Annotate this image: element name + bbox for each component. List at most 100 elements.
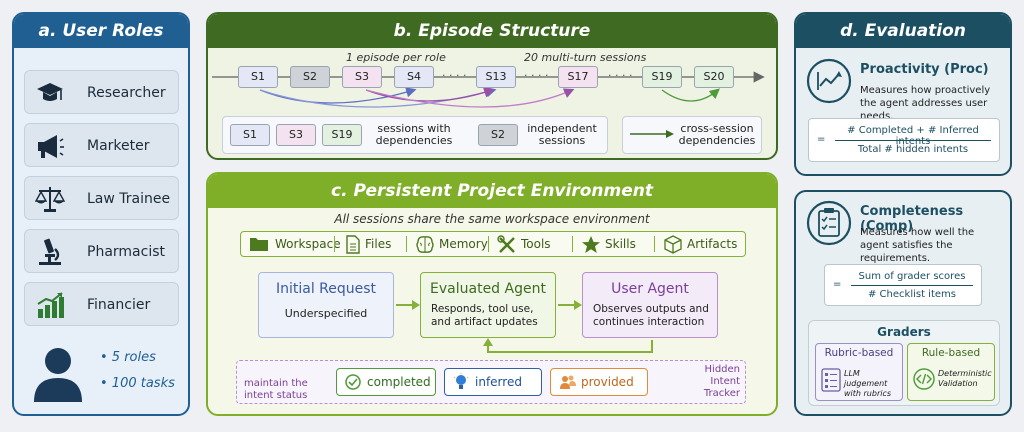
initial-request-box: Initial Request Underspecified <box>258 272 394 338</box>
user-agent-box: User Agent Observes outputs and continue… <box>582 272 718 338</box>
formula-equals: = <box>817 134 826 145</box>
grader-name: Rubric-based <box>824 347 894 359</box>
flow-desc: Underspecified <box>284 307 368 320</box>
ellipsis-dots: · · · · <box>442 69 467 82</box>
session-s1: S1 <box>238 66 278 88</box>
episode-note: 1 episode per role <box>346 51 446 64</box>
legend-session: S1 <box>230 124 270 146</box>
intent-provided: provided <box>550 368 648 396</box>
evaluation-title: d. Evaluation <box>796 14 1010 48</box>
role-label: Researcher <box>87 85 166 101</box>
intent-label: provided <box>581 375 634 389</box>
resource-tools: Tools <box>521 237 551 251</box>
completeness-panel: Completeness (Comp) Measures how well th… <box>794 190 1012 416</box>
comp-name: Completeness (Comp) <box>860 204 964 234</box>
resource-divider <box>654 236 655 252</box>
rubric-grader: Rubric-based LLM judgement with rubrics <box>815 343 903 401</box>
star-icon <box>582 236 600 253</box>
trend-chart-icon <box>806 58 852 104</box>
user-person-icon <box>34 348 82 402</box>
cross-dependency-label: cross-session dependencies <box>678 122 756 147</box>
role-financier: Financier <box>24 282 179 326</box>
tracker-left-label: maintain the intent status <box>244 378 308 401</box>
episode-structure-title: b. Episode Structure <box>208 14 776 48</box>
intent-label: completed <box>367 375 431 389</box>
lightbulb-icon <box>453 373 469 389</box>
session-s17: S17 <box>558 66 598 88</box>
formula-bar <box>851 285 973 286</box>
bar-chart-icon <box>37 292 64 318</box>
resource-divider <box>572 236 573 252</box>
grader-desc: LLM judgement with rubrics <box>844 369 892 398</box>
resource-files: Files <box>365 237 392 251</box>
flow-arrows <box>396 300 653 353</box>
resource-bar: Workspace Files Memory Tools Skills Arti… <box>240 231 746 257</box>
flow-arrowhead <box>412 300 420 310</box>
user-roles-title: a. User Roles <box>14 14 188 48</box>
session-s19: S19 <box>642 66 682 88</box>
users-icon <box>560 375 576 389</box>
session-s13: S13 <box>476 66 516 88</box>
flow-loop-user-to-agent <box>487 340 653 353</box>
role-pharmacist: Pharmacist <box>24 229 179 273</box>
session-s3: S3 <box>342 66 382 88</box>
session-s2: S2 <box>290 66 330 88</box>
megaphone-icon <box>38 135 64 158</box>
role-label: Law Trainee <box>87 191 171 207</box>
flow-arrowhead <box>483 338 493 346</box>
role-label: Financier <box>87 297 151 313</box>
legend-session: S3 <box>276 124 316 146</box>
cross-legend-box <box>622 116 762 154</box>
formula-denominator: Total # hidden intents <box>857 144 969 155</box>
evaluated-agent-box: Evaluated Agent Responds, tool use, and … <box>420 272 556 338</box>
dependency-arc-s19-s20 <box>661 88 720 102</box>
graduation-cap-icon <box>37 83 63 101</box>
flow-desc: Responds, tool use, and artifact updates <box>431 303 538 328</box>
roles-count: • 5 roles <box>100 350 156 365</box>
scales-icon <box>35 187 65 212</box>
cross-dependency-arrow-icon <box>630 130 674 138</box>
project-environment-title: c. Persistent Project Environment <box>208 174 776 208</box>
resource-workspace: Workspace <box>275 237 341 251</box>
legend-dep-label: sessions with dependencies <box>375 122 453 147</box>
formula-numerator: Sum of grader scores <box>858 271 966 282</box>
legend-independent: S2 <box>478 124 518 146</box>
legend-session: S19 <box>322 124 362 146</box>
cube-icon <box>664 235 682 254</box>
tasks-count: • 100 tasks <box>100 376 175 391</box>
role-law-trainee: Law Trainee <box>24 176 179 220</box>
session-s20: S20 <box>694 66 734 88</box>
user-roles-panel: a. User Roles Researcher Marketer <box>12 12 190 416</box>
comp-desc: Measures how well the agent satisfies th… <box>860 227 975 264</box>
formula-numerator: # Completed + # Inferred intents <box>847 125 979 147</box>
dependency-arc-s3-s17 <box>365 88 575 108</box>
formula-bar <box>835 140 991 141</box>
flow-title: Evaluated Agent <box>430 281 546 297</box>
formula-denominator: # Checklist items <box>868 289 956 300</box>
legend-indep-label: independent sessions <box>527 122 597 147</box>
intent-completed: completed <box>336 368 436 396</box>
evaluation-panel: d. Evaluation Proactivity (Proc) Measure… <box>794 12 1012 176</box>
graders-box: Graders Rubric-based LLM judgement with … <box>808 320 1000 406</box>
ellipsis-dots: · · · · <box>524 69 549 82</box>
environment-subtitle: All sessions share the same workspace en… <box>334 212 650 226</box>
flow-title: User Agent <box>611 281 689 297</box>
proc-formula: = # Completed + # Inferred intents Total… <box>808 118 1000 162</box>
tools-icon <box>497 235 515 253</box>
dependency-arc-s3-s13 <box>365 87 495 102</box>
tracker-right-label: Hidden Intent Tracker <box>703 364 740 399</box>
brain-icon <box>416 236 434 253</box>
resource-divider <box>334 236 335 252</box>
file-icon <box>346 235 360 254</box>
resource-artifacts: Artifacts <box>687 237 738 251</box>
check-circle-icon <box>345 374 361 390</box>
rubric-list-icon <box>821 368 841 392</box>
resource-memory: Memory <box>439 237 488 251</box>
resource-divider <box>406 236 407 252</box>
intent-label: inferred <box>475 375 522 389</box>
grader-desc: Deterministic Validation <box>938 369 992 388</box>
role-label: Marketer <box>87 138 150 154</box>
microscope-icon <box>39 238 61 265</box>
session-s4: S4 <box>394 66 434 88</box>
role-researcher: Researcher <box>24 70 179 114</box>
